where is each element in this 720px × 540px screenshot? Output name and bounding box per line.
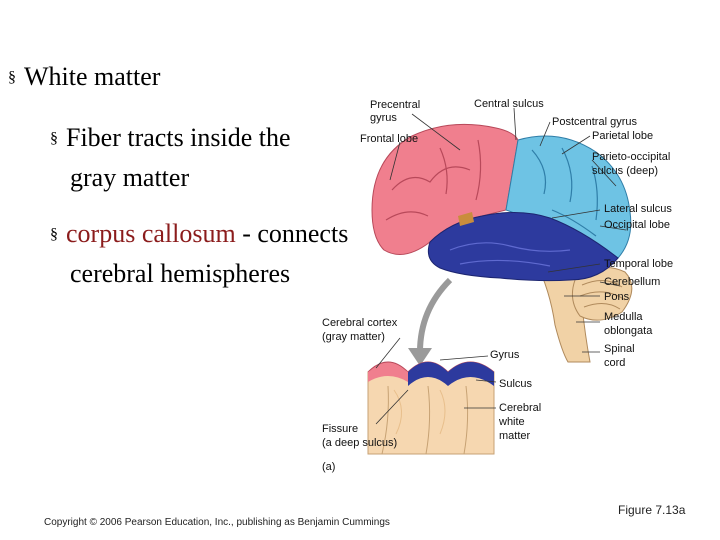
- label-pons: Pons: [604, 291, 630, 303]
- label-lateral-sulcus: Lateral sulcus: [604, 203, 672, 215]
- figure-reference: Figure 7.13a: [618, 503, 686, 517]
- label-gyrus: Gyrus: [490, 349, 520, 361]
- highlight-term: corpus callosum: [66, 219, 236, 248]
- label-temporal-lobe: Temporal lobe: [604, 258, 673, 270]
- bullet-text: White matter: [24, 62, 161, 91]
- bullet-text: - connects cerebral hemispheres: [70, 219, 349, 288]
- label-parietal-lobe: Parietal lobe: [592, 130, 653, 142]
- label-panel-a: (a): [322, 461, 335, 473]
- brain-illustration: [371, 123, 633, 363]
- bullet-fiber-tracts: § Fiber tracts inside the gray matter: [50, 120, 340, 196]
- bullet-text: Fiber tracts inside the gray matter: [66, 123, 291, 192]
- bullet-corpus-callosum: § corpus callosum - connects cerebral hem…: [50, 216, 350, 292]
- label-sulcus: Sulcus: [499, 378, 533, 390]
- label-postcentral-gyrus: Postcentral gyrus: [552, 116, 637, 128]
- bullet-marker: §: [50, 130, 58, 147]
- temporal-lobe-shape: [427, 211, 619, 282]
- label-cerebellum: Cerebellum: [604, 276, 660, 288]
- bullet-marker: §: [50, 226, 58, 243]
- copyright-notice: Copyright © 2006 Pearson Education, Inc.…: [44, 517, 390, 528]
- zoom-arrow: [417, 277, 453, 353]
- bullet-marker: §: [8, 69, 16, 86]
- bullet-white-matter: § White matter: [8, 60, 160, 98]
- label-frontal-lobe: Frontal lobe: [360, 133, 418, 145]
- label-occipital-lobe: Occipital lobe: [604, 219, 670, 231]
- label-cerebral-cortex: Cerebral cortex(gray matter): [322, 317, 398, 343]
- cortex-cross-section: [367, 361, 495, 455]
- label-central-sulcus: Central sulcus: [474, 98, 544, 110]
- leader-lines: [375, 107, 627, 425]
- label-fissure: Fissure(a deep sulcus): [322, 423, 397, 449]
